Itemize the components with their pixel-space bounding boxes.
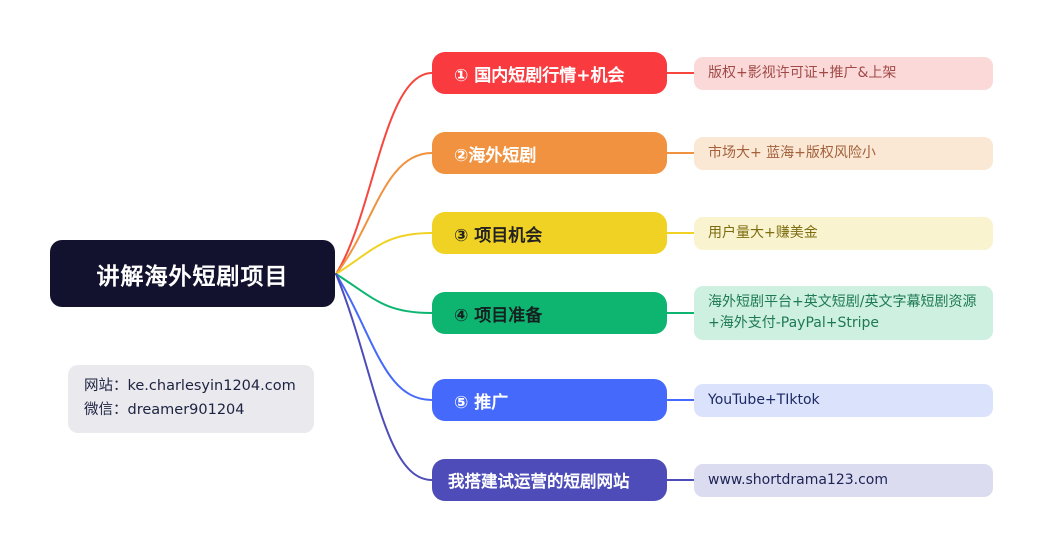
leaf-label: 版权+影视许可证+推广&上架 bbox=[708, 64, 897, 81]
branch-label: ① 国内短剧行情+机会 bbox=[454, 65, 625, 86]
branch-node-demo-website[interactable]: 我搭建试运营的短剧网站 bbox=[432, 459, 667, 501]
connector-line-branch-1 bbox=[335, 72, 433, 275]
branch-row-promotion: ⑤ 推广 YouTube+TIktok bbox=[432, 376, 993, 424]
leaf-label: www.shortdrama123.com bbox=[708, 471, 889, 488]
connector-line-branch-6 bbox=[335, 273, 433, 481]
leaf-demo-website-url[interactable]: www.shortdrama123.com bbox=[694, 463, 993, 497]
branch-leaf-tie bbox=[667, 232, 694, 234]
leaf-project-preparation-details[interactable]: 海外短剧平台+英文短剧/英文字幕短剧资源+海外支付-PayPal+Stripe bbox=[694, 286, 993, 340]
leaf-label: 海外短剧平台+英文短剧/英文字幕短剧资源+海外支付-PayPal+Stripe bbox=[708, 294, 977, 331]
branch-node-project-opportunity[interactable]: ③ 项目机会 bbox=[432, 212, 667, 254]
connector-line-branch-4 bbox=[335, 273, 433, 314]
branch-row-project-preparation: ④ 项目准备 海外短剧平台+英文短剧/英文字幕短剧资源+海外支付-PayPal+… bbox=[432, 286, 993, 340]
branch-node-overseas-drama[interactable]: ②海外短剧 bbox=[432, 132, 667, 174]
branch-node-project-preparation[interactable]: ④ 项目准备 bbox=[432, 292, 667, 334]
connector-line-branch-2 bbox=[335, 152, 433, 275]
leaf-label: 用户量大+赚美金 bbox=[708, 224, 818, 241]
branch-leaf-tie bbox=[667, 399, 694, 401]
leaf-label: YouTube+TIktok bbox=[708, 391, 820, 408]
branch-leaf-tie bbox=[667, 312, 694, 314]
branch-label: ④ 项目准备 bbox=[454, 305, 543, 326]
branch-node-promotion[interactable]: ⑤ 推广 bbox=[432, 379, 667, 421]
branch-label: 我搭建试运营的短剧网站 bbox=[448, 472, 630, 491]
branch-row-domestic-drama-market: ① 国内短剧行情+机会 版权+影视许可证+推广&上架 bbox=[432, 49, 993, 97]
contact-card: 网站：ke.charlesyin1204.com 微信：dreamer90120… bbox=[68, 365, 314, 433]
branch-row-demo-website: 我搭建试运营的短剧网站 www.shortdrama123.com bbox=[432, 456, 993, 504]
branch-node-domestic-drama-market[interactable]: ① 国内短剧行情+机会 bbox=[432, 52, 667, 94]
branch-label: ②海外短剧 bbox=[454, 145, 537, 166]
branch-row-project-opportunity: ③ 项目机会 用户量大+赚美金 bbox=[432, 209, 993, 257]
contact-wechat: 微信：dreamer901204 bbox=[84, 401, 245, 418]
root-label: 讲解海外短剧项目 bbox=[96, 263, 289, 290]
contact-website: 网站：ke.charlesyin1204.com bbox=[84, 378, 296, 394]
branch-leaf-tie bbox=[667, 152, 694, 154]
branch-label: ⑤ 推广 bbox=[454, 392, 509, 413]
leaf-domestic-drama-details[interactable]: 版权+影视许可证+推广&上架 bbox=[694, 56, 993, 90]
leaf-label: 市场大+ 蓝海+版权风险小 bbox=[708, 144, 876, 161]
leaf-overseas-drama-details[interactable]: 市场大+ 蓝海+版权风险小 bbox=[694, 136, 993, 170]
branch-row-overseas-drama: ②海外短剧 市场大+ 蓝海+版权风险小 bbox=[432, 129, 993, 177]
leaf-project-opportunity-details[interactable]: 用户量大+赚美金 bbox=[694, 216, 993, 250]
root-node[interactable]: 讲解海外短剧项目 bbox=[50, 240, 335, 307]
connector-line-branch-5 bbox=[335, 273, 433, 401]
leaf-promotion-channels[interactable]: YouTube+TIktok bbox=[694, 383, 993, 417]
branch-leaf-tie bbox=[667, 72, 694, 74]
branch-label: ③ 项目机会 bbox=[454, 225, 543, 246]
branch-leaf-tie bbox=[667, 479, 694, 481]
connector-line-branch-3 bbox=[335, 232, 433, 275]
